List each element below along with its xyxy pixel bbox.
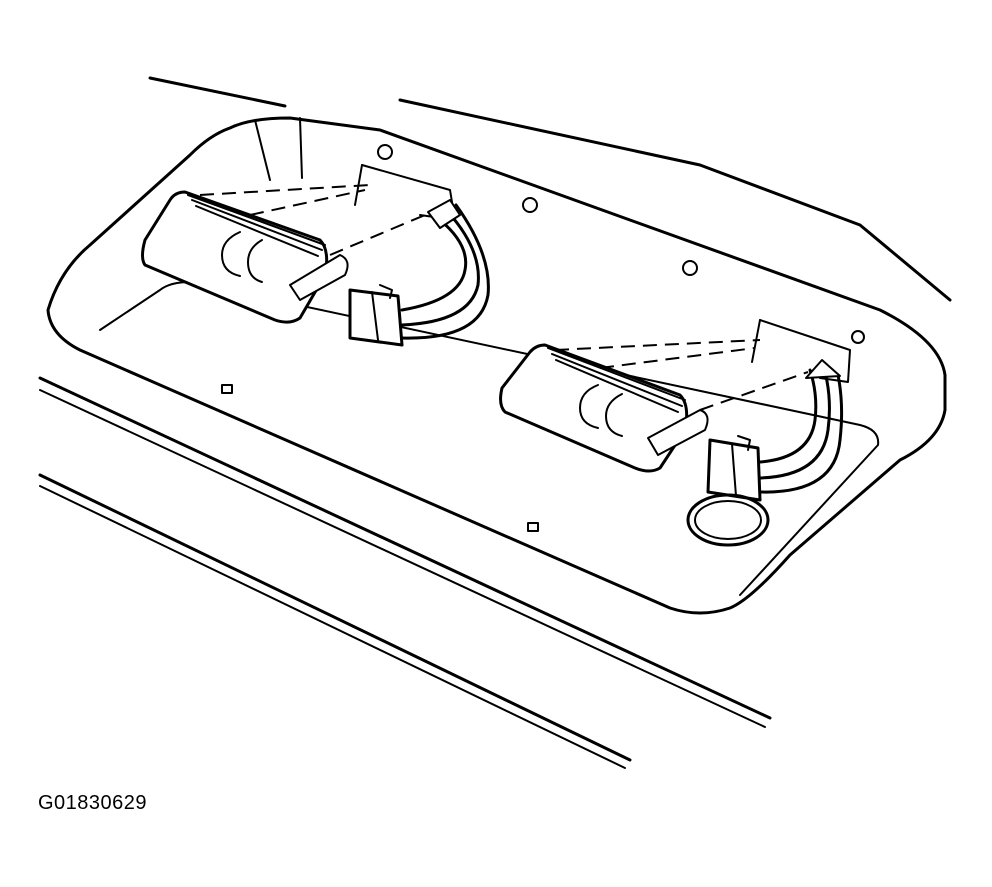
right-lamp-holder xyxy=(499,343,709,473)
left-lamp-holder xyxy=(141,190,349,324)
lamp-housing-plate xyxy=(46,116,947,615)
installation-guide-lines xyxy=(199,184,809,411)
left-connector-harness xyxy=(348,199,490,347)
mounting-holes xyxy=(221,144,865,532)
right-connector-harness xyxy=(686,359,844,547)
figure-code-label: G01830629 xyxy=(38,792,148,814)
body-outline xyxy=(38,76,952,769)
